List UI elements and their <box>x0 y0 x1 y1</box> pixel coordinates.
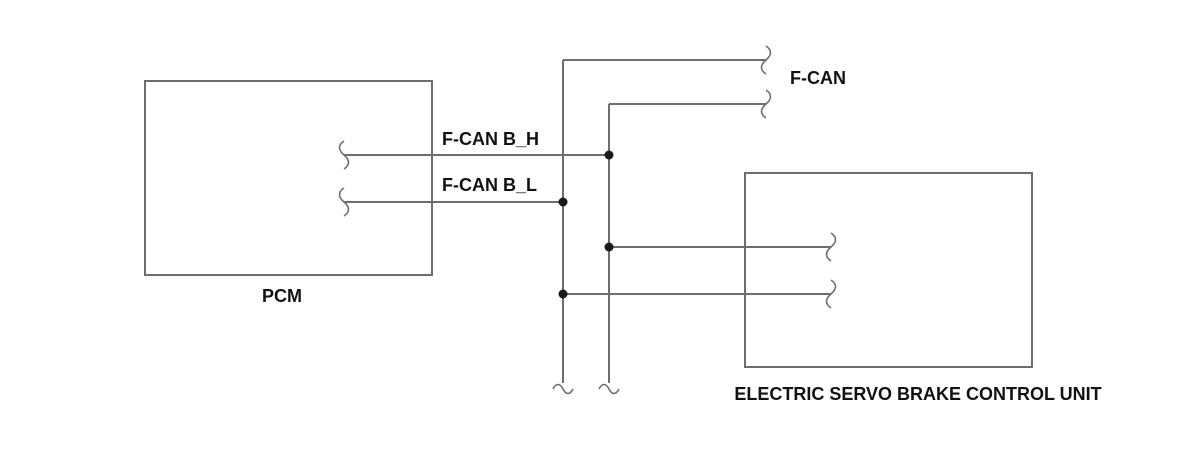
fcan-b-l-label: F-CAN B_L <box>442 175 537 195</box>
fcan-bus-label: F-CAN <box>790 68 846 88</box>
top-low-break-icon <box>760 45 772 75</box>
esb-control-unit-box <box>744 172 1033 368</box>
pcm-box <box>144 80 433 276</box>
pcm-high-break-icon <box>338 140 350 170</box>
junction-node <box>558 197 568 207</box>
junction-node <box>604 150 614 160</box>
top-high-break-icon <box>760 89 772 119</box>
esb-low-break-icon <box>825 279 837 309</box>
fcan-b-h-label: F-CAN B_H <box>442 129 539 149</box>
junction-node <box>558 289 568 299</box>
esb-control-unit-label: ELECTRIC SERVO BRAKE CONTROL UNIT <box>734 384 1101 404</box>
pcm-label: PCM <box>262 286 302 306</box>
esb-high-break-icon <box>825 232 837 262</box>
bottom-high-break-icon <box>598 383 620 395</box>
junction-node <box>604 242 614 252</box>
pcm-low-break-icon <box>338 187 350 217</box>
bottom-low-break-icon <box>552 383 574 395</box>
